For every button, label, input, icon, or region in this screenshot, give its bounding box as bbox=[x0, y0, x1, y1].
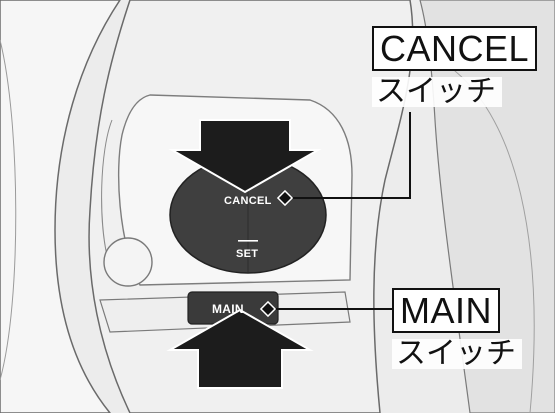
cancel-button-label: CANCEL bbox=[224, 195, 272, 207]
cancel-leader-line bbox=[286, 112, 411, 199]
main-switch-callout: MAIN スイッチ bbox=[392, 288, 522, 369]
main-callout-subtitle: スイッチ bbox=[392, 339, 522, 369]
wheel-rim bbox=[0, 0, 121, 413]
cancel-leader-marker bbox=[276, 189, 294, 207]
rim-edge-line bbox=[0, 39, 17, 381]
main-leader-marker bbox=[259, 300, 277, 318]
cancel-callout-subtitle: スイッチ bbox=[372, 77, 502, 107]
bezel-shadow-line bbox=[101, 119, 113, 261]
set-button-label: SET bbox=[236, 248, 259, 260]
cancel-switch-callout: CANCEL スイッチ bbox=[372, 26, 538, 107]
press-arrow-top bbox=[168, 119, 322, 194]
round-button bbox=[103, 237, 153, 287]
cancel-callout-title: CANCEL bbox=[372, 26, 538, 71]
main-button-label: MAIN bbox=[212, 302, 244, 316]
set-bar bbox=[238, 240, 258, 242]
main-callout-title: MAIN bbox=[392, 288, 500, 333]
press-arrow-bottom bbox=[166, 308, 314, 389]
